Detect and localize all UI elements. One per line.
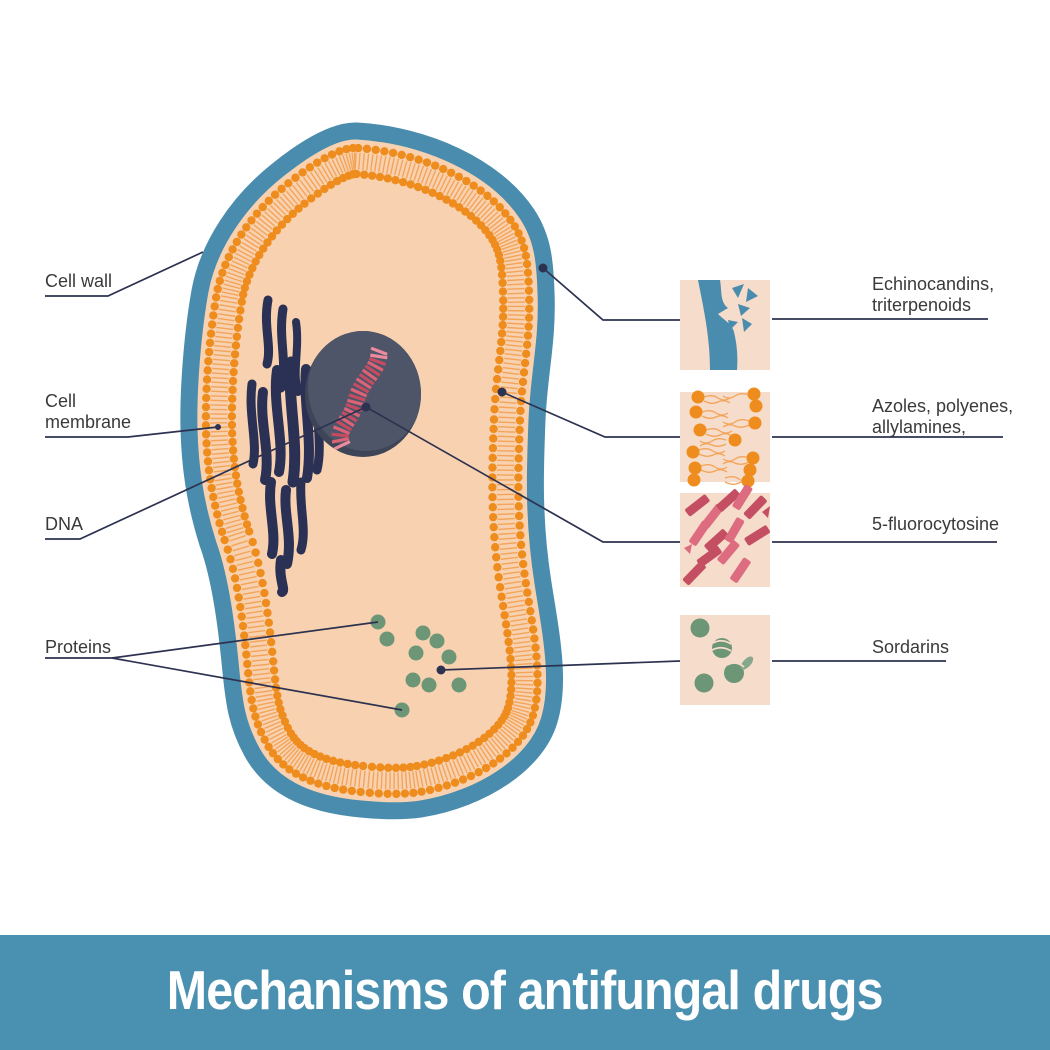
cell-wall-and-cytoplasm bbox=[180, 122, 564, 820]
fluorocytosine-callout bbox=[365, 406, 680, 543]
echinocandins-callout bbox=[542, 267, 680, 321]
callout-dots bbox=[215, 263, 548, 675]
sordarins-callout bbox=[440, 660, 681, 671]
proteins-callout-b bbox=[111, 657, 403, 711]
disrupted-membrane-panel bbox=[680, 387, 770, 488]
fungal-cell bbox=[180, 122, 564, 820]
dna-fragments bbox=[682, 484, 770, 585]
cell-membrane-dot-left bbox=[215, 424, 221, 430]
blocked-proteins-panel bbox=[680, 615, 770, 705]
title-banner: Mechanisms of antifungal drugs bbox=[0, 935, 1050, 1050]
nucleus-dot bbox=[361, 402, 371, 412]
wall-fragments bbox=[728, 284, 758, 332]
cell-membrane-bilayer bbox=[201, 143, 542, 799]
page-title: Mechanisms of antifungal drugs bbox=[167, 958, 884, 1021]
sordarins-label: Sordarins bbox=[872, 637, 950, 657]
proteins-label: Proteins bbox=[45, 637, 112, 657]
cell-membrane-dot-right bbox=[497, 387, 507, 397]
proteins-dot bbox=[436, 665, 446, 675]
damaged-cell-wall-panel bbox=[680, 280, 770, 370]
azoles-callout bbox=[501, 391, 680, 438]
echinocandins-label: Echinocandins, triterpenoids bbox=[872, 274, 995, 315]
azoles-label: Azoles, polyenes, allylamines, bbox=[872, 396, 1014, 437]
cell-wall-label: Cell wall bbox=[45, 271, 113, 291]
cell-wall-callout-left bbox=[45, 251, 204, 297]
dna-label: DNA bbox=[45, 514, 84, 534]
cell-membrane-callout-left bbox=[45, 426, 219, 438]
nucleus bbox=[305, 331, 421, 457]
cell-wall-dot bbox=[538, 263, 548, 273]
callout-lines bbox=[45, 251, 1003, 711]
fluorocytosine-label: 5-fluorocytosine bbox=[872, 514, 1000, 534]
endoplasmic-reticulum bbox=[246, 295, 324, 597]
protein-spheres bbox=[690, 618, 754, 693]
fragmented-dna-panel bbox=[680, 484, 770, 587]
dna-callout bbox=[45, 406, 367, 540]
proteins-cluster bbox=[370, 614, 467, 718]
lipid-heads bbox=[686, 387, 763, 488]
cell-membrane-label: Cell membrane bbox=[45, 391, 132, 432]
